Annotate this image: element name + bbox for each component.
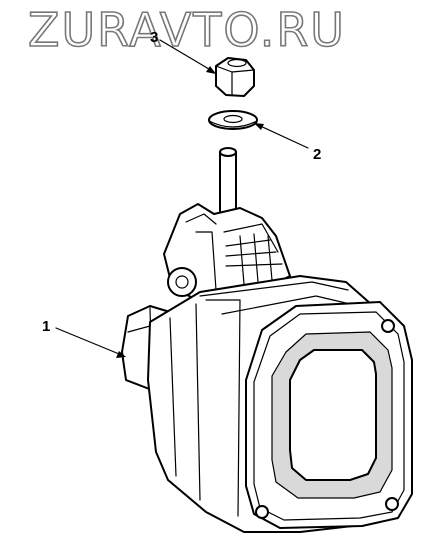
callout-leaders bbox=[55, 39, 309, 358]
leader-arrow-1 bbox=[116, 351, 126, 358]
screw-icon-bottom-right bbox=[385, 497, 399, 511]
screw-icon-top-right bbox=[381, 319, 395, 333]
callout-number-1: 1 bbox=[42, 318, 50, 335]
leader-line-3 bbox=[159, 39, 215, 73]
washer-drawing bbox=[208, 110, 258, 130]
leader-arrow-2 bbox=[254, 123, 264, 130]
lamp-housing-drawing bbox=[121, 275, 413, 533]
callout-number-2: 2 bbox=[313, 146, 321, 163]
mounting-bracket bbox=[163, 203, 291, 301]
leader-arrow-3 bbox=[206, 66, 216, 74]
nut-drawing bbox=[215, 57, 255, 97]
callout-number-3: 3 bbox=[150, 29, 158, 46]
screw-icon-bottom-left bbox=[255, 505, 269, 519]
leader-line-2 bbox=[255, 123, 309, 149]
leader-line-1 bbox=[55, 327, 125, 357]
watermark-text: ZURAVTO.RU bbox=[28, 3, 346, 57]
